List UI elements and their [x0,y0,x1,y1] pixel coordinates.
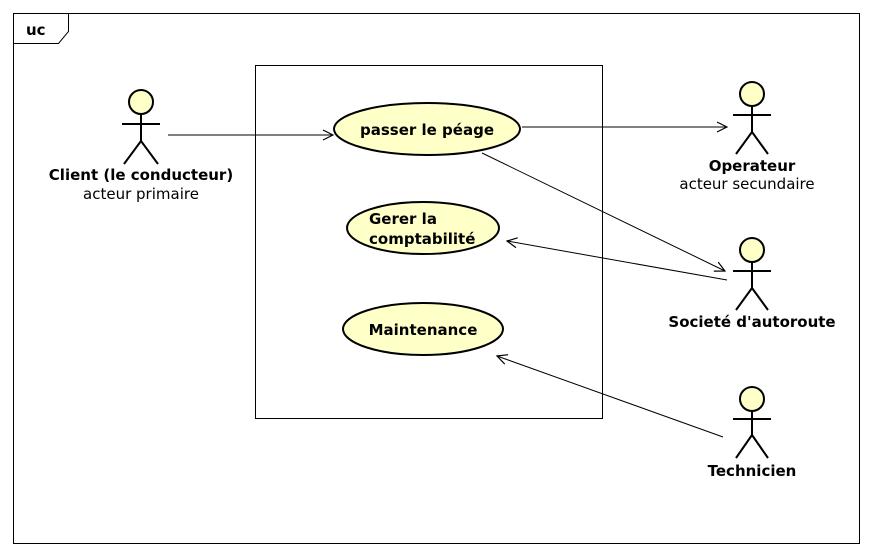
actor-role: acteur primaire [83,185,199,203]
actor-role: acteur secundaire [679,175,814,193]
stick-figure-icon [733,237,771,311]
use-case-label-line2: comptabilité [369,230,475,248]
use-case-label: Maintenance [369,321,478,339]
stick-figure-icon [122,89,160,165]
assoc-technicien-maintenance [497,356,724,438]
actor-client[interactable]: Client (le conducteur) acteur primaire [49,89,233,203]
assoc-societe-comptabilite [507,241,728,281]
actor-name: Technicien [708,462,797,480]
actor-name: Societé d'autoroute [668,313,835,331]
use-case-label-line1: Gerer la [369,210,437,228]
use-case-passer-le-peage[interactable]: passer le péage [333,102,521,156]
frame-tag: uc [26,21,46,39]
use-case-label: passer le péage [360,121,494,139]
actor-operateur[interactable]: Operateur acteur secundaire [679,81,815,193]
stick-figure-icon [733,81,771,155]
use-case-maintenance[interactable]: Maintenance [342,302,504,356]
frame-tag-box [13,13,69,44]
stick-figure-icon [733,386,771,459]
actor-societe-d-autoroute[interactable]: Societé d'autoroute [668,237,836,331]
actor-technicien[interactable]: Technicien [708,386,797,480]
assoc-peage-societe [481,152,725,271]
use-case-gerer-la-comptabilite[interactable]: Gerer la comptabilité [346,201,500,255]
actor-name: Client (le conducteur) [49,166,233,184]
actor-name: Operateur [709,157,796,175]
